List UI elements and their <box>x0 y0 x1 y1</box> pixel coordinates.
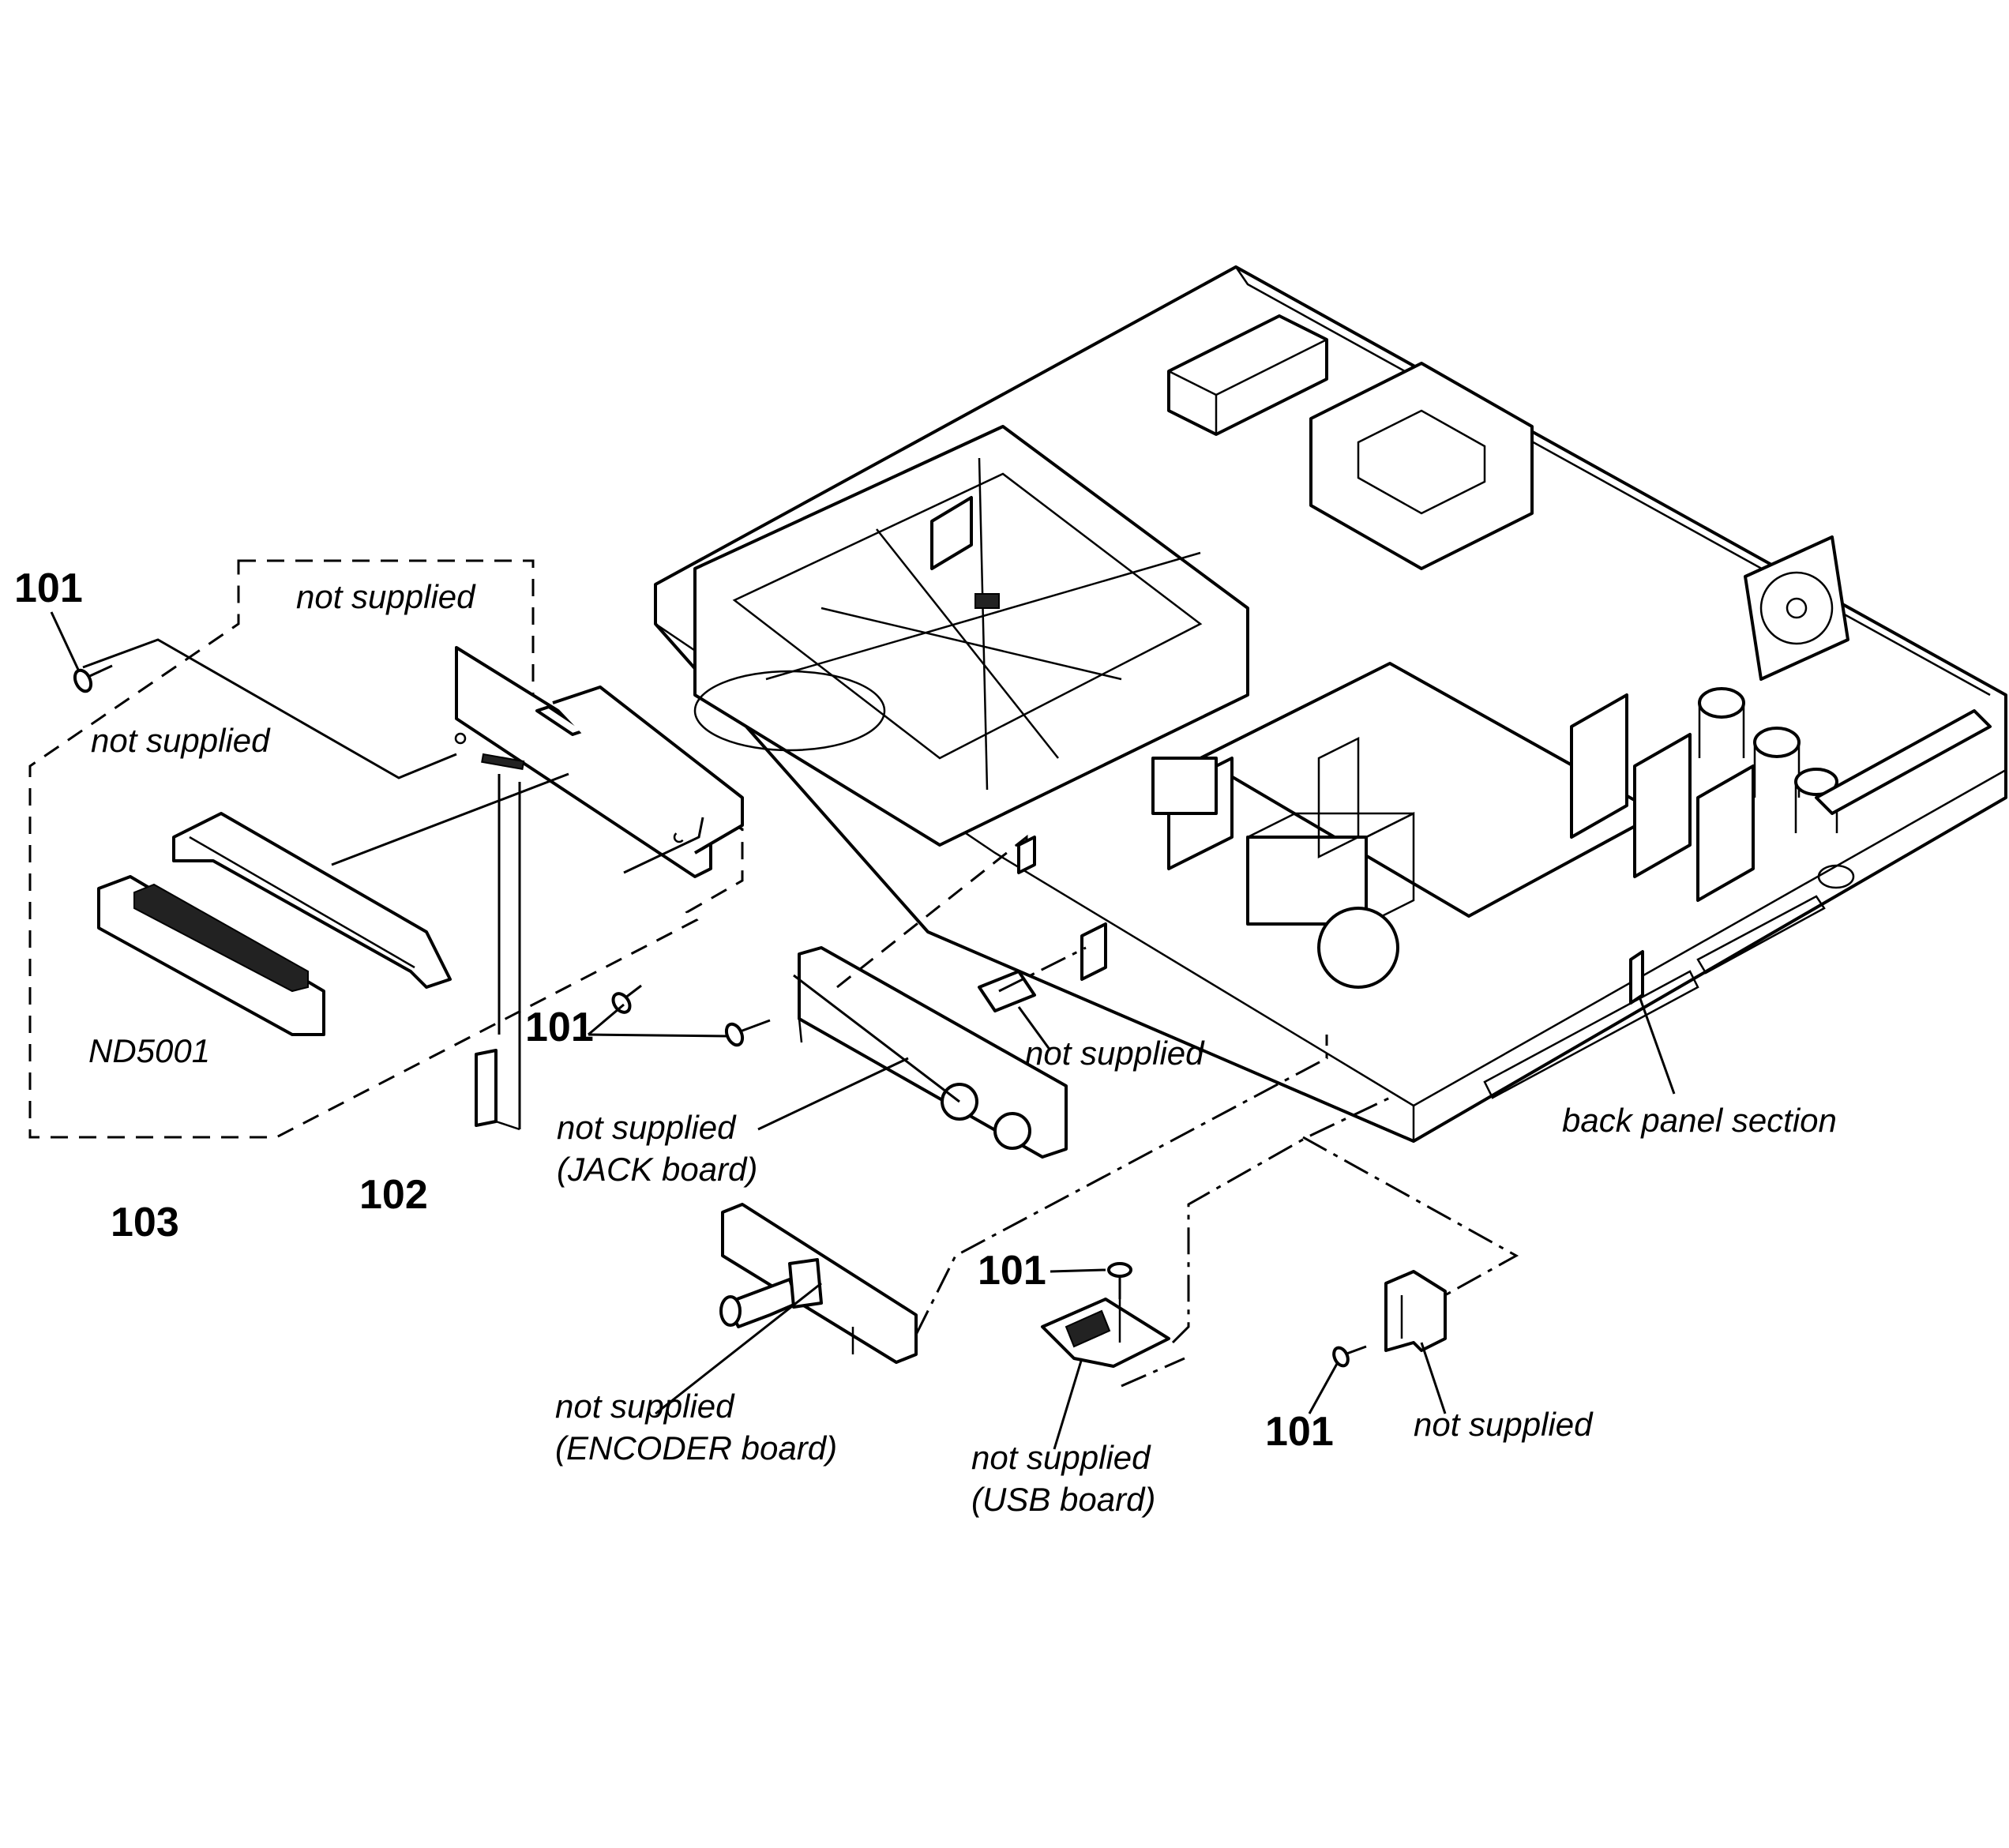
leader-back-panel <box>1633 982 1676 1095</box>
label-back-panel: back panel section <box>1562 1102 1837 1139</box>
leader-bracket-bottom <box>1420 1342 1447 1414</box>
leader-101-b <box>588 1003 625 1036</box>
front-window-part <box>172 812 452 989</box>
screw-icon <box>1332 1345 1367 1368</box>
leader-display-board <box>331 772 569 866</box>
leader-101-a <box>50 611 81 672</box>
bottom-right-bracket <box>1384 1270 1447 1352</box>
small-bracket <box>978 922 1107 1012</box>
screw-icon <box>611 984 642 1014</box>
label-nd5001: ND5001 <box>88 1032 210 1069</box>
label-101-topleft: 101 <box>14 565 83 611</box>
screw-icon <box>1107 1262 1132 1299</box>
label-encoder-board: (ENCODER board) <box>555 1429 837 1467</box>
label-not-supplied-jack: not supplied <box>557 1109 737 1146</box>
label-not-supplied-window: not supplied <box>91 722 271 759</box>
label-not-supplied-bracket: not supplied <box>1025 1035 1205 1072</box>
leader-jack-board <box>757 1057 909 1131</box>
chassis <box>654 265 2007 1143</box>
label-103: 103 <box>111 1200 179 1245</box>
usb-board <box>1041 1298 1170 1368</box>
leader-usb-board <box>1053 1358 1083 1450</box>
label-not-supplied-board: not supplied <box>296 578 476 615</box>
leader-bracket <box>1017 1006 1052 1051</box>
leader-screw-topleft <box>82 638 457 779</box>
screw-icon <box>724 1019 771 1047</box>
leader-101-c <box>588 1033 729 1038</box>
leader-board-right <box>623 817 704 874</box>
label-not-supplied-bottomright: not supplied <box>1414 1406 1594 1443</box>
label-not-supplied-usb: not supplied <box>971 1439 1151 1476</box>
nd5001-display <box>97 875 325 1036</box>
bracket-alignment-line <box>1302 1136 1519 1297</box>
label-jack-board: (JACK board) <box>557 1151 757 1188</box>
usb-alignment-line-2 <box>1121 1357 1185 1388</box>
usb-alignment-line <box>1171 1096 1391 1344</box>
encoder-board <box>719 1203 918 1364</box>
leader-101-d <box>1050 1268 1106 1273</box>
leader-jack-ground <box>793 974 960 1103</box>
leader-encoder-board <box>655 1282 822 1415</box>
back-panel-tab <box>1629 950 1644 1005</box>
encoder-alignment-line <box>914 1035 1328 1335</box>
label-101-bottomright: 101 <box>1265 1409 1334 1455</box>
label-102: 102 <box>359 1172 428 1218</box>
part-102-ribbon <box>475 774 521 1131</box>
leader-101-e <box>1308 1362 1339 1414</box>
label-101-usb: 101 <box>978 1248 1046 1294</box>
label-not-supplied-encoder: not supplied <box>555 1388 735 1425</box>
display-board <box>454 646 744 878</box>
label-101-middle: 101 <box>525 1005 594 1050</box>
label-usb-board: (USB board) <box>971 1481 1155 1518</box>
